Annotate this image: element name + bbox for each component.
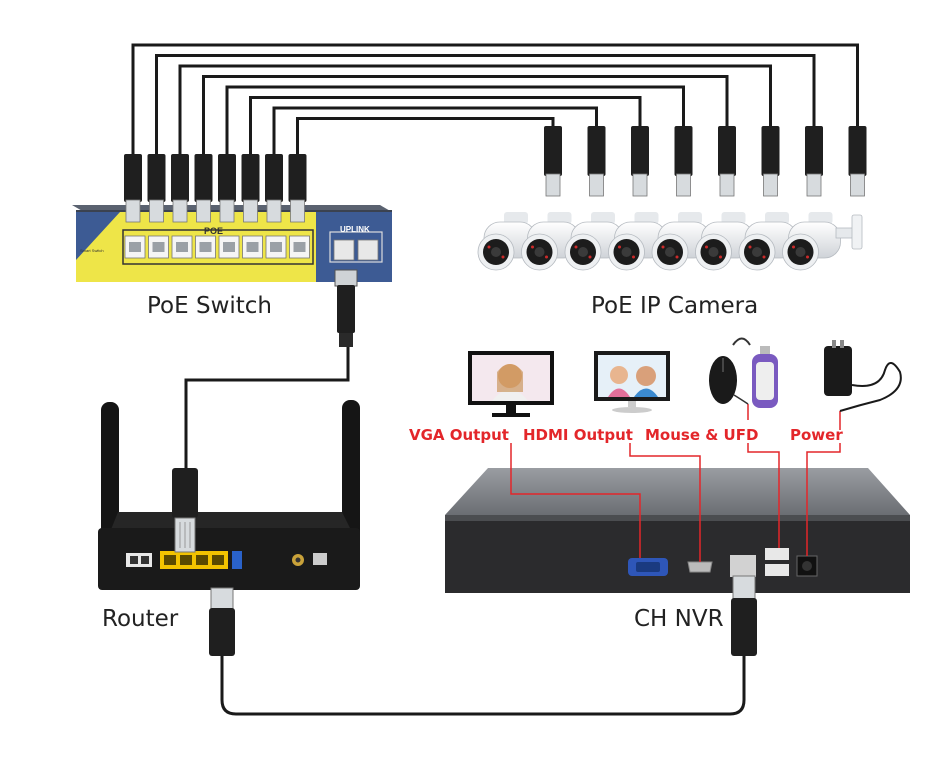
switch-uplink-label: UPLINK [340, 225, 370, 234]
camera-rj45-plug [805, 126, 823, 197]
svg-text:Smart Switch: Smart Switch [80, 248, 104, 253]
camera-cable [131, 43, 859, 158]
uplink-port [357, 239, 379, 261]
switch-poe-label: POE [204, 226, 223, 236]
uplink-port [333, 239, 355, 261]
camera-cable [225, 85, 685, 158]
camera-rj45-plug [544, 126, 562, 197]
ip-camera-icon [695, 212, 754, 271]
hdmi-monitor-icon [594, 351, 670, 413]
nvr-device [445, 468, 910, 593]
router-nvr-cable [220, 656, 746, 716]
switch-rj45-plug [241, 154, 260, 223]
camera-rj45-plug [631, 126, 649, 197]
power-label: Power [790, 426, 843, 444]
poe-switch-label: PoE Switch [147, 293, 273, 319]
camera-mount [835, 214, 863, 250]
router-lan-plug [209, 587, 235, 656]
camera-rj45-plug [587, 126, 606, 197]
router-label: Router [102, 606, 179, 632]
switch-rj45-plug [288, 154, 307, 223]
switch-rj45-plug [265, 154, 283, 223]
camera-cable [202, 75, 729, 158]
switch-rj45-plug [124, 154, 142, 223]
switch-rj45-plug [194, 154, 213, 223]
camera-cable [296, 117, 555, 158]
camera-cable [249, 96, 642, 158]
camera-rj45-plug [761, 126, 780, 197]
poe-ip-camera-label: PoE IP Camera [591, 293, 759, 319]
switch-rj45-plug [147, 154, 166, 223]
camera-rj45-plug [848, 126, 867, 197]
poe-switch-device: Smart Switch [72, 205, 392, 282]
camera-rj45-plug [674, 126, 693, 197]
ip-camera-icon [782, 212, 841, 271]
camera-cable [178, 64, 772, 158]
hdmi-output-label: HDMI Output [523, 426, 633, 444]
router-wan-plug [172, 468, 198, 553]
uplink-cable [184, 345, 350, 470]
vga-monitor-icon [468, 351, 554, 417]
power-adapter-icon [824, 340, 902, 412]
vga-output-label: VGA Output [409, 426, 509, 444]
camera-cable [155, 54, 816, 158]
red-connector-lines [510, 404, 841, 562]
uplink-plug [334, 269, 358, 347]
mouse-usb-icon [709, 337, 778, 408]
camera-rj45-plug [718, 126, 736, 197]
camera-cables [131, 43, 859, 158]
switch-rj45-plug [218, 154, 236, 223]
camera-cable [272, 106, 598, 158]
router-device [98, 400, 360, 590]
nvr-lan-plug [731, 575, 757, 656]
nvr-label: CH NVR [634, 606, 724, 632]
switch-rj45-plug [171, 154, 189, 223]
mouse-ufd-label: Mouse & UFD [645, 426, 759, 444]
